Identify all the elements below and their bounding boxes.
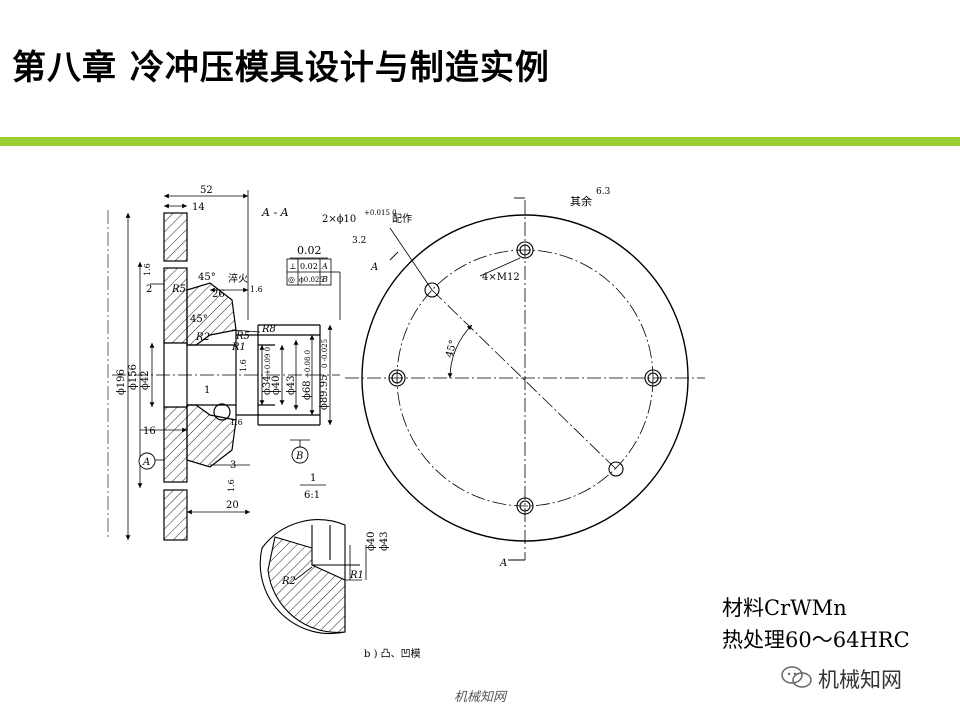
angle-45-a: 45° [198,272,216,283]
detail-labels: 1 6:1 ϕ40 ϕ43 R2 R1 b ) 凸、凹模 [281,473,421,660]
dim-phi89-tol: 0 -0.025 [321,339,329,368]
dim-14: 14 [192,202,205,213]
angle-45: 45° [444,339,459,359]
heat-treatment-note: 热处理60～64HRC [722,628,910,652]
datum-a-symbol: A [138,452,156,470]
dim-phi68: ϕ68 [302,380,313,400]
section-view [107,210,340,541]
scale-num: 1 [310,473,316,484]
svg-text:B: B [321,275,328,284]
rest-rough-label: 其余 [570,194,592,208]
detail-d40: ϕ40 [366,531,377,551]
section-label: A - A [261,206,289,219]
dim-20: 20 [226,500,239,511]
plan-labels: 2×ϕ10 +0.015 0 配作 3.2 4×M12 其余 6.3 45° A… [322,187,611,569]
hole-right [644,369,662,387]
dim-phi40: ϕ40 [271,375,282,395]
dim-phi34-tol: +0.09 0 [264,347,272,375]
svg-text:A: A [142,457,150,468]
dim-phi89: ϕ89.95 [319,375,330,410]
section-mark-top: A [370,262,378,273]
svg-text:ϕ0.025: ϕ0.025 [299,276,324,284]
scale-den: 6:1 [304,490,320,501]
dim-3: 3 [230,460,236,471]
svg-text:0.02: 0.02 [297,244,322,257]
slide-title: 第八章 冷冲压模具设计与制造实例 [12,48,550,88]
section-labels: A - A 52 14 26 16 3 20 2 1 ϕ196 ϕ156 ϕ42… [116,185,330,511]
quench-note: 淬火 [228,272,248,285]
feature-control-frame: ⊥ 0.02 A ◎ ϕ0.025 B [286,258,341,320]
radius-r5-b: R5 [235,331,250,342]
svg-text:0.02: 0.02 [300,262,318,271]
material-note: 材料CrWMn [722,596,847,620]
radius-r1: R1 [231,342,246,353]
rough-5: 1.6 [143,263,152,276]
pin-hole-lr [608,461,624,477]
material-notes: 材料CrWMn 热处理60～64HRC [722,592,910,656]
section-dimensions [125,190,333,540]
thread-callout: 4×M12 [482,272,520,283]
detail-id: 1 [204,385,210,396]
radius-r2: R2 [195,332,210,343]
plan-view [345,197,705,561]
dim-26: 26 [212,289,225,300]
detail-view [259,484,367,635]
dim-phi43: ϕ43 [286,375,297,395]
rough-1: 1.6 [250,285,263,294]
rough-4: 1.6 [227,479,236,492]
section-mark-bottom: A [499,558,507,569]
dim-phi196: ϕ196 [116,369,127,395]
dim-16: 16 [143,426,156,437]
detail-d43: ϕ43 [379,531,390,551]
angle-45-b: 45° [190,314,208,325]
svg-text:B: B [295,451,303,462]
pin-tol: +0.015 0 [364,209,397,217]
dim-phi42: ϕ42 [140,370,151,390]
wechat-icon [780,665,814,693]
hub-lower [186,404,237,468]
watermark-text: 机械知网 [818,668,902,692]
flatness-tolerance: 0.02 [290,244,328,259]
dim-2: 2 [146,284,152,295]
pin-note: 配作 [392,213,412,225]
svg-text:⊥: ⊥ [289,262,297,271]
technical-drawing: A - A 52 14 26 16 3 20 2 1 ϕ196 ϕ156 ϕ42… [107,185,705,660]
flange-plate-mid-top [163,267,188,344]
rough-2: 1.6 [239,359,248,372]
dim-phi156: ϕ156 [128,364,139,390]
hole-top [516,241,534,259]
datum-b-symbol: B [291,446,309,464]
title-rule [0,137,960,146]
pin-hole-ul [424,282,440,298]
svg-text:A: A [321,262,328,271]
rest-rough-val: 6.3 [596,187,611,197]
rough-3: 1.6 [230,418,243,427]
hole-bottom [516,497,534,515]
radius-r5-a: R5 [171,284,186,295]
detail-r2: R2 [281,576,296,587]
dim-phi34: ϕ34 [262,375,273,395]
svg-text:◎: ◎ [288,275,295,284]
flange-plate-top [163,212,188,262]
caption: b ) 凸、凹模 [364,648,421,660]
flange-plate-mid-bottom [163,406,188,483]
bottom-watermark: 机械知网 [453,690,506,705]
hole-left [388,369,406,387]
detail-r1: R1 [349,570,364,581]
dim-52: 52 [200,185,213,196]
radius-r8: R8 [261,324,276,335]
watermark: 机械知网 [780,666,902,692]
dim-phi68-tol: +0.08 0 [304,350,312,378]
pin-callout: 2×ϕ10 [322,214,356,225]
pin-rough: 3.2 [352,236,366,246]
flange-plate-bottom [163,489,188,541]
